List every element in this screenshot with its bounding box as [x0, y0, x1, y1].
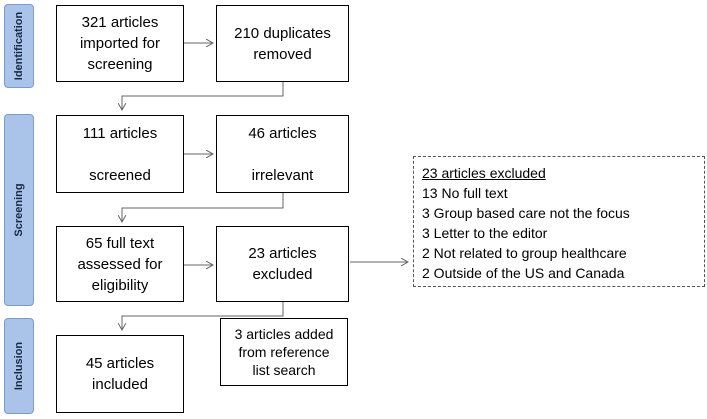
- exclusion-reason-item: 3 Group based care not the focus: [422, 205, 630, 221]
- phase-screening: Screening: [4, 114, 34, 306]
- box-articles-irrelevant: 46 articles irrelevant: [216, 115, 349, 193]
- exclusion-reason-item: 2 Not related to group healthcare: [422, 245, 627, 261]
- arrow-irrelevant-to-fulltext: [122, 193, 284, 222]
- arrow-duplicates-to-screened: [122, 82, 284, 110]
- box-full-text-assessed: 65 full text assessed for eligibility: [56, 226, 184, 302]
- box-articles-added: 3 articles added from reference list sea…: [220, 318, 348, 386]
- exclusion-reasons-box: 23 articles excluded 13 No full text 3 G…: [413, 156, 705, 287]
- exclusion-reasons-title: 23 articles excluded: [422, 165, 546, 181]
- exclusion-reason-item: 2 Outside of the US and Canada: [422, 265, 625, 281]
- box-articles-imported: 321 articles imported for screening: [56, 5, 184, 82]
- box-articles-screened: 111 articles screened: [56, 115, 184, 193]
- box-articles-included: 45 articles included: [56, 335, 184, 413]
- exclusion-reason-item: 3 Letter to the editor: [422, 225, 548, 241]
- box-articles-excluded: 23 articles excluded: [216, 226, 349, 302]
- arrow-to-included: [122, 302, 284, 330]
- exclusion-reason-item: 13 No full text: [422, 185, 508, 201]
- phase-inclusion: Inclusion: [4, 318, 34, 414]
- phase-identification: Identification: [4, 4, 34, 88]
- box-duplicates-removed: 210 duplicates removed: [216, 5, 349, 82]
